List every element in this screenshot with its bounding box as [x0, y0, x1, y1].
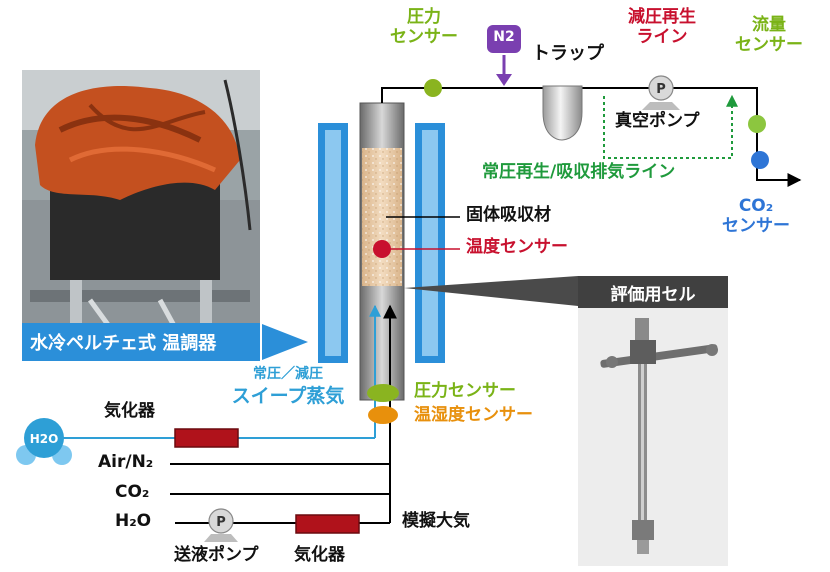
- decompression-line-label: 減圧再生ライン: [628, 7, 696, 47]
- n2-badge: [487, 25, 521, 53]
- svg-text:H2O: H2O: [30, 432, 59, 446]
- photo-evaluation-cell: [578, 308, 728, 566]
- svg-text:P: P: [656, 82, 666, 97]
- vaporizer-top-icon: [174, 428, 239, 448]
- vacuum-pump-icon: P: [642, 75, 680, 110]
- svg-text:P: P: [216, 515, 226, 530]
- trap-label: トラップ: [532, 43, 604, 64]
- liquid-pump-label: 送液ポンプ: [174, 545, 259, 565]
- h2o-inlet-label: H₂O: [115, 511, 152, 531]
- temp-humidity-sensor-icon: [368, 406, 398, 424]
- co2-inlet-label: CO₂: [115, 482, 150, 502]
- sweep-steam-label: スイープ蒸気: [231, 385, 345, 407]
- eval-cell-label: 評価用セル: [578, 276, 728, 308]
- vaporizer-bottom-label: 気化器: [294, 545, 345, 565]
- vaporizer-top-label: 気化器: [104, 401, 155, 421]
- vacuum-pump-label: 真空ポンプ: [615, 111, 700, 131]
- peltier-label: 水冷ペルチェ式 温調器: [22, 323, 260, 361]
- liquid-pump-icon: P: [204, 508, 238, 542]
- flow-sensor-icon: [748, 115, 766, 133]
- n2-label: N2: [493, 29, 515, 45]
- simulated-air-label: 模擬大気: [402, 511, 470, 531]
- pressure-sensor-top-label: 圧力センサー: [390, 7, 458, 47]
- temperature-sensor-dot-icon: [373, 240, 391, 258]
- solid-absorbent-label: 固体吸収材: [466, 205, 551, 225]
- cell-pointer: [404, 276, 578, 306]
- pressure-sensor-bottom-label: 圧力センサー: [414, 381, 516, 401]
- peltier-plates: [318, 123, 445, 363]
- temperature-sensor-label: 温度センサー: [466, 237, 568, 257]
- pressure-sensor-top-icon: [424, 79, 442, 97]
- sweep-mode-label: 常圧／減圧: [253, 366, 323, 382]
- air-n2-label: Air/N₂: [98, 452, 154, 472]
- co2-sensor-icon: [751, 151, 769, 169]
- vaporizer-bottom-icon: [295, 514, 360, 534]
- h2o-molecule-icon: H2O: [16, 418, 72, 465]
- trap-icon: [542, 85, 583, 141]
- banner-pointer: [262, 324, 308, 360]
- outlet-line: [381, 87, 802, 187]
- atm-regen-dotted-line: [603, 94, 738, 159]
- temp-humidity-sensor-label: 温湿度センサー: [414, 405, 533, 425]
- flow-sensor-label: 流量センサー: [735, 15, 803, 55]
- atm-regen-line-label: 常圧再生/吸収排気ライン: [482, 162, 676, 182]
- photo-experimental-setup: [22, 70, 260, 360]
- pressure-sensor-bottom-icon: [367, 384, 399, 402]
- n2-arrow-icon: [496, 74, 512, 86]
